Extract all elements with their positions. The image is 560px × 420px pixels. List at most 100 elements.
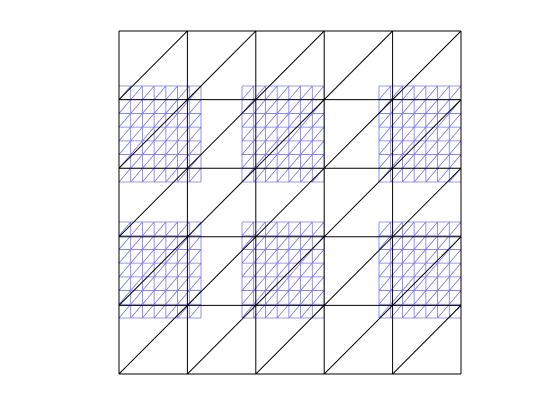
fine-diagonal-edge [130,99,143,114]
fine-diagonal-edge [378,113,392,128]
fine-diagonal-edge [130,221,143,236]
fine-diagonal-edge [265,168,278,183]
fine-diagonal-edge [448,126,462,142]
coarse-diagonal-edge [118,99,188,169]
fine-diagonal-edge [402,154,415,169]
coarse-diagonal-edge [323,30,393,100]
fine-diagonal-edge [300,262,313,278]
fine-diagonal-edge [402,276,415,291]
fine-diagonal-edge [118,304,132,319]
fine-diagonal-edge [276,276,290,291]
fine-diagonal-edge [153,276,167,291]
fine-diagonal-edge [265,221,278,236]
fine-diagonal-edge [265,99,278,114]
fine-diagonal-edge [118,249,132,264]
fine-diagonal-edge [188,113,202,128]
fine-diagonal-edge [437,85,450,100]
fine-diagonal-edge [142,126,155,142]
fine-diagonal-edge [130,235,143,250]
fine-diagonal-edge [311,113,325,128]
coarse-diagonal-edge [392,305,462,375]
fine-diagonal-edge [153,126,167,142]
fine-diagonal-edge [448,262,462,278]
fine-diagonal-edge [142,85,155,100]
fine-diagonal-edge [402,221,415,236]
fine-diagonal-edge [378,304,392,319]
fine-diagonal-edge [142,235,155,250]
fine-diagonal-edge [425,249,438,264]
coarse-diagonal-edge [255,305,325,375]
fine-diagonal-edge [130,126,143,142]
fine-diagonal-edge [118,262,132,278]
fine-diagonal-edge [188,140,202,155]
fine-diagonal-edge [130,85,143,100]
fine-diagonal-edge [425,262,438,278]
fine-diagonal-edge [265,276,278,291]
fine-diagonal-edge [413,249,427,264]
fine-diagonal-edge [276,126,290,142]
fine-diagonal-edge [413,113,427,128]
fine-diagonal-edge [378,262,392,278]
fine-diagonal-edge [425,140,438,155]
fine-diagonal-edge [188,99,202,114]
coarse-diagonal-edge [187,99,257,169]
fine-diagonal-edge [413,235,427,250]
fine-diagonal-edge [437,304,450,319]
fine-diagonal-edge [402,235,415,250]
fine-diagonal-edge [413,276,427,291]
fine-diagonal-edge [448,249,462,264]
fine-diagonal-edge [165,276,178,291]
fine-diagonal-edge [311,221,325,236]
fine-diagonal-edge [311,85,325,100]
fine-diagonal-edge [288,221,301,236]
fine-diagonal-edge [425,85,438,100]
fine-diagonal-edge [165,140,178,155]
fine-diagonal-edge [448,85,462,100]
fine-diagonal-edge [165,290,178,305]
fine-diagonal-edge [188,276,202,291]
fine-diagonal-edge [402,304,415,319]
fine-diagonal-edge [142,168,155,183]
fine-diagonal-edge [425,290,438,305]
fine-diagonal-edge [288,235,301,250]
fine-diagonal-edge [153,290,167,305]
fine-diagonal-edge [241,85,255,100]
fine-diagonal-edge [300,290,313,305]
fine-diagonal-edge [413,168,427,183]
fine-diagonal-edge [142,113,155,128]
fine-diagonal-edge [265,154,278,169]
fine-diagonal-edge [118,126,132,142]
fine-diagonal-edge [402,249,415,264]
fine-diagonal-edge [265,113,278,128]
fine-diagonal-edge [118,276,132,291]
fine-diagonal-edge [265,85,278,100]
coarse-diagonal-edge [255,167,325,238]
fine-diagonal-edge [153,154,167,169]
fine-diagonal-edge [188,249,202,264]
fine-diagonal-edge [265,290,278,305]
coarse-diagonal-edge [187,305,257,375]
fine-diagonal-edge [241,276,255,291]
fine-diagonal-edge [153,113,167,128]
coarse-diagonal-edge [392,236,462,306]
fine-diagonal-edge [265,304,278,319]
fine-diagonal-edge [437,99,450,114]
fine-diagonal-edge [425,276,438,291]
fine-diagonal-edge [288,262,301,278]
fine-diagonal-edge [241,140,255,155]
coarse-diagonal-edge [187,236,257,306]
fine-diagonal-edge [153,140,167,155]
fine-diagonal-edge [276,113,290,128]
fine-diagonal-edge [241,113,255,128]
fine-diagonal-edge [378,249,392,264]
fine-diagonal-edge [142,99,155,114]
fine-diagonal-edge [142,154,155,169]
fine-diagonal-edge [276,262,290,278]
fine-diagonal-edge [188,262,202,278]
fine-diagonal-edge [437,221,450,236]
coarse-diagonal-edge [323,99,393,169]
fine-diagonal-edge [425,235,438,250]
fine-diagonal-edge [276,99,290,114]
fine-diagonal-edge [142,276,155,291]
